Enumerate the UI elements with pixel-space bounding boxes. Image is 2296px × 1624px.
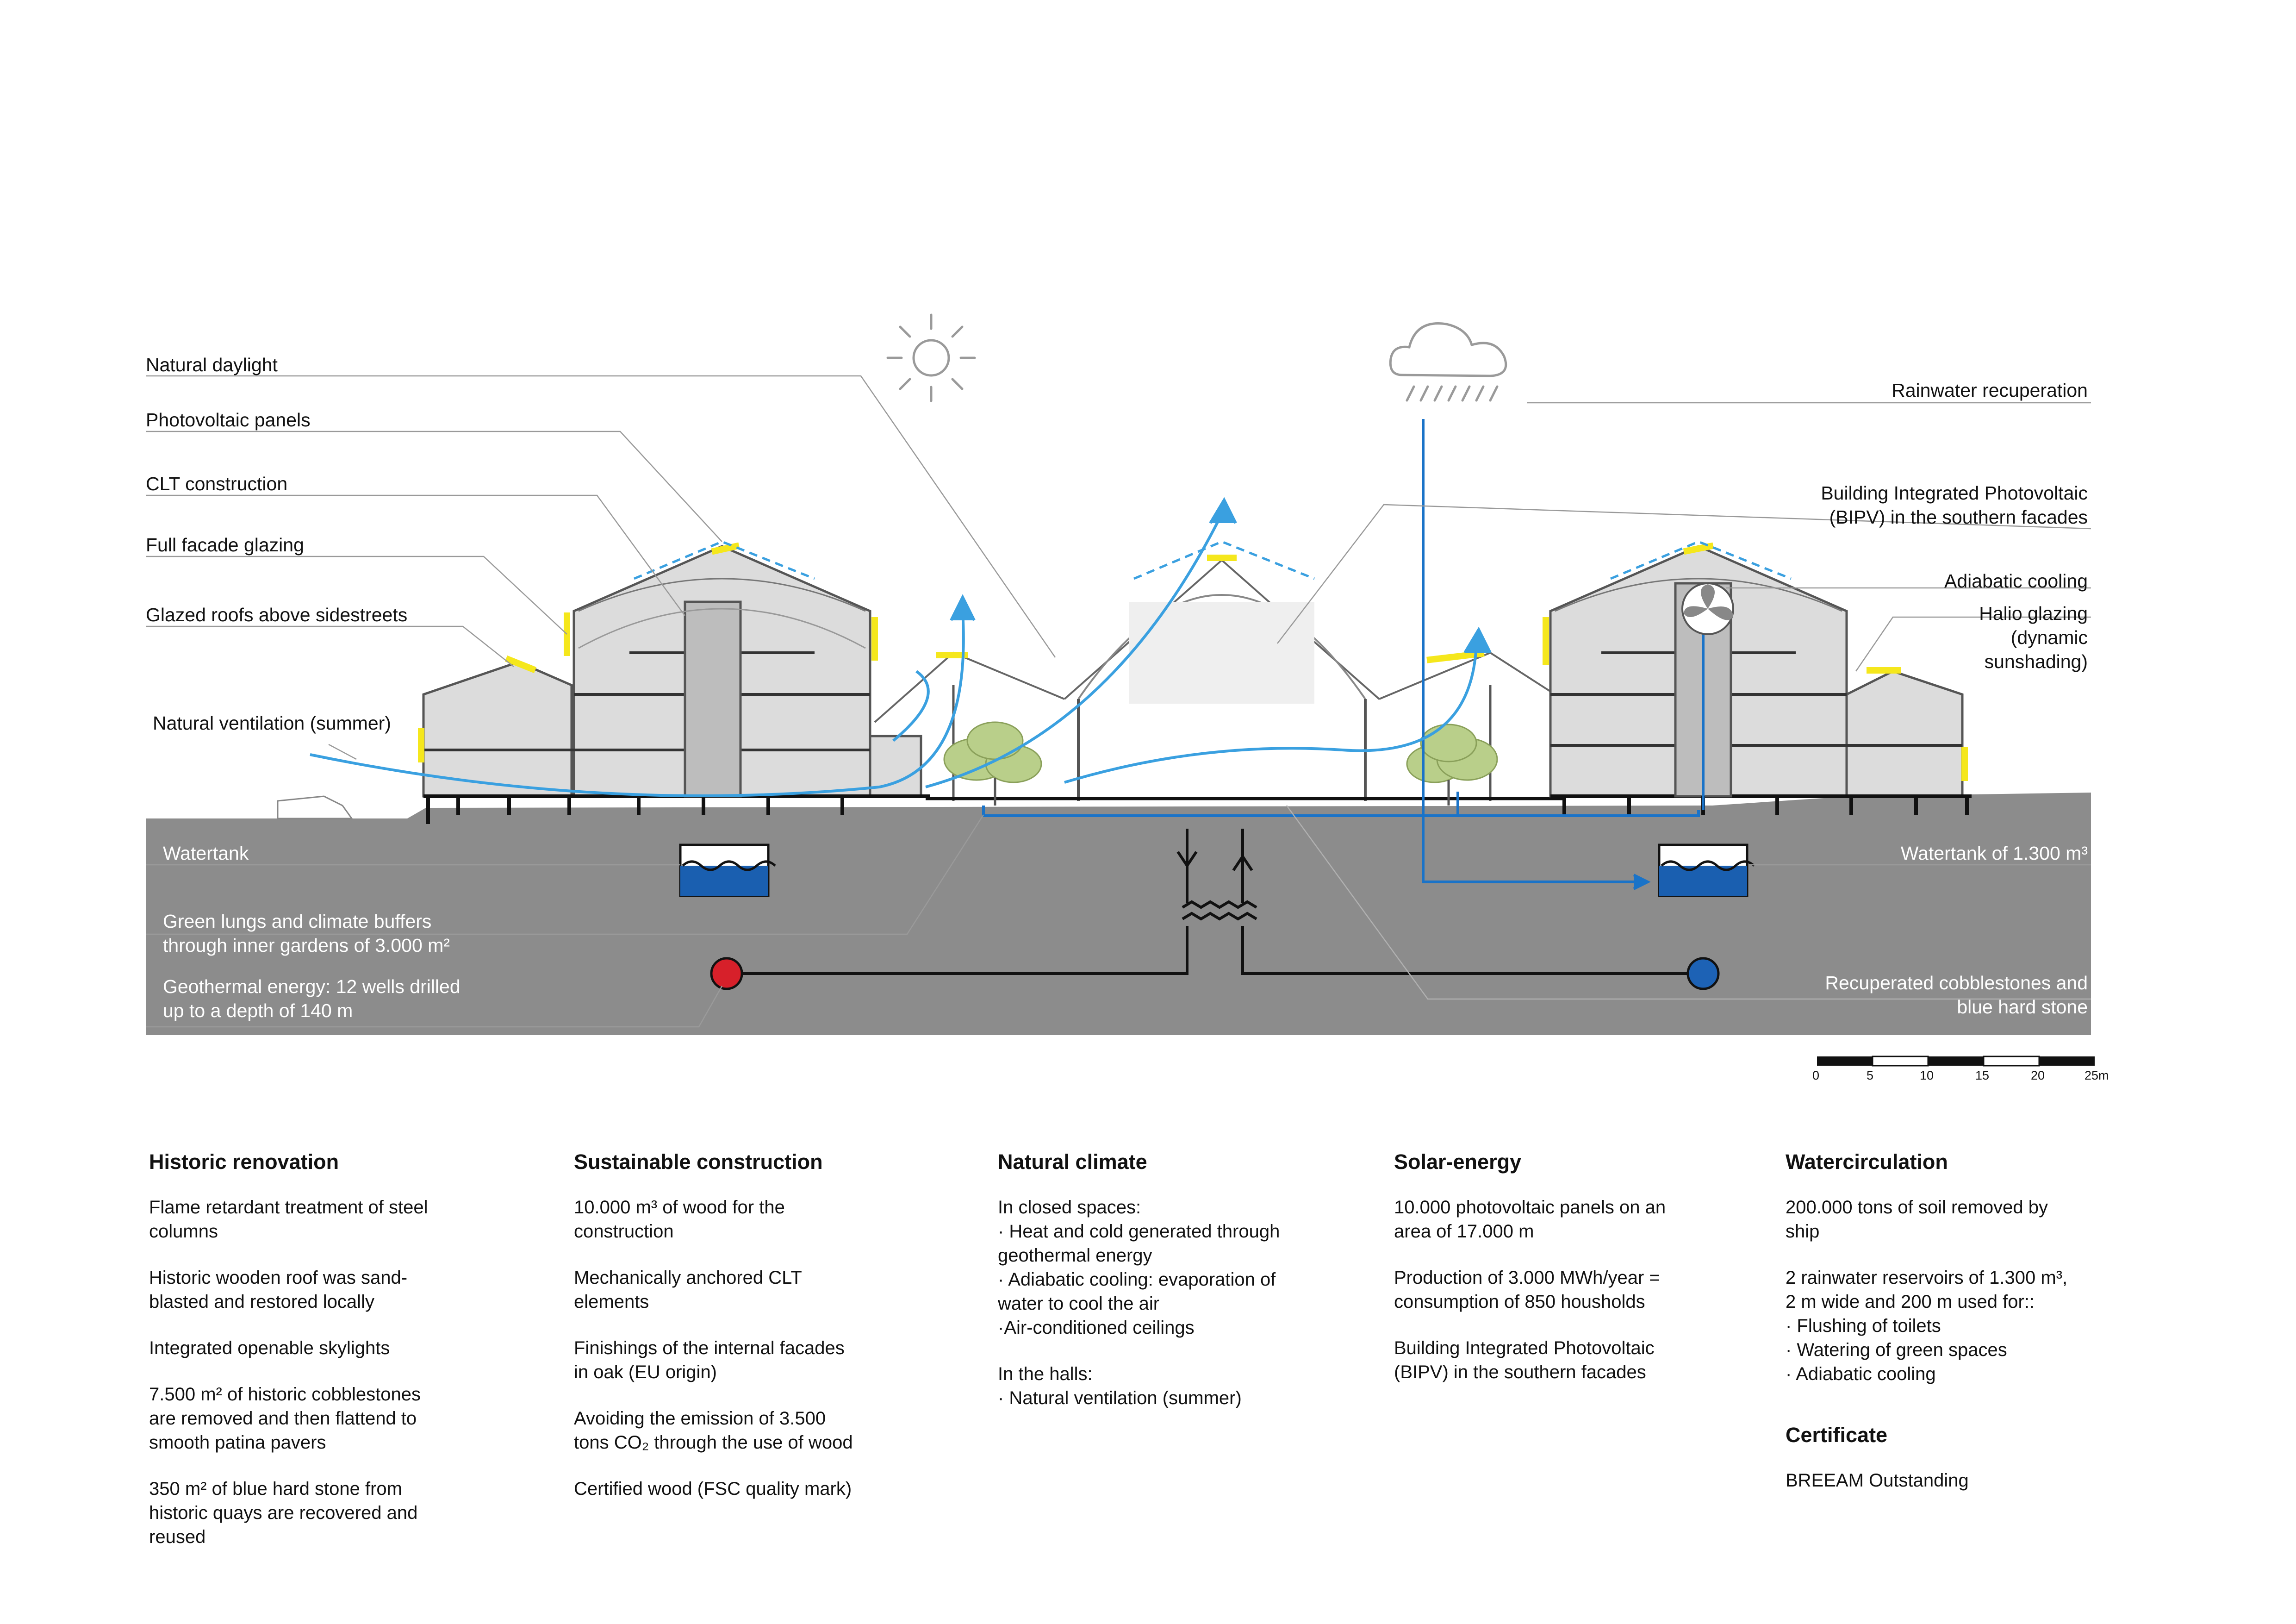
column-title: Natural climate bbox=[998, 1150, 1147, 1174]
scale-tick: 20 bbox=[2031, 1068, 2045, 1082]
column-title: Watercirculation bbox=[1786, 1150, 1948, 1174]
certificate-value: BREEAM Outstanding bbox=[1786, 1470, 1969, 1491]
column-historic-renovation: Historic renovation Flame retardant trea… bbox=[149, 1150, 547, 1571]
label-green-lungs-2: through inner gardens of 3.000 m² bbox=[163, 935, 450, 956]
column-item: 2 rainwater reservoirs of 1.300 m³, 2 m … bbox=[1786, 1268, 2068, 1384]
right-building bbox=[1549, 545, 1972, 798]
label-geothermal-2: up to a depth of 140 m bbox=[163, 1000, 353, 1021]
heat-exchanger-icon bbox=[727, 829, 1703, 975]
pv-panels-dashed bbox=[634, 540, 1792, 580]
label-geothermal-1: Geothermal energy: 12 wells drilled bbox=[163, 976, 460, 997]
left-building bbox=[422, 545, 930, 798]
column-title: Sustainable construction bbox=[574, 1150, 823, 1174]
geothermal-cold-well bbox=[1686, 957, 1720, 990]
scale-tick: 15 bbox=[1975, 1068, 1990, 1082]
column-sustainable-construction: Sustainable construction 10.000 m³ of wo… bbox=[574, 1150, 972, 1523]
fan-icon bbox=[1681, 582, 1734, 635]
label-photovoltaic-panels: Photovoltaic panels bbox=[146, 409, 311, 431]
column-item: 7.500 m² of historic cobblestones are re… bbox=[149, 1384, 421, 1453]
scale-tick: 10 bbox=[1920, 1068, 1934, 1082]
label-rainwater-recuperation: Rainwater recuperation bbox=[1892, 380, 2088, 401]
scale-tick: 25m bbox=[2084, 1068, 2109, 1082]
pv-accents bbox=[418, 542, 1968, 781]
central-glazing-grid bbox=[1129, 602, 1314, 704]
label-halio-2: (dynamic bbox=[2010, 627, 2088, 648]
label-full-facade-glazing: Full facade glazing bbox=[146, 534, 304, 556]
scale-tick: 0 bbox=[1812, 1068, 1820, 1082]
scale-tick: 5 bbox=[1867, 1068, 1874, 1082]
label-cobblestones-1: Recuperated cobblestones and bbox=[1825, 972, 2088, 993]
label-watertank-1300: Watertank of 1.300 m³ bbox=[1900, 843, 2088, 864]
column-item: Production of 3.000 MWh/year = consumpti… bbox=[1394, 1268, 1660, 1312]
column-title: Solar-energy bbox=[1394, 1150, 1522, 1174]
column-item: Mechanically anchored CLT elements bbox=[574, 1268, 802, 1312]
column-item: 10.000 m³ of wood for the construction bbox=[574, 1197, 785, 1242]
tree-icon bbox=[1406, 724, 1498, 806]
cloud-rain-icon bbox=[1389, 322, 1507, 402]
column-item: 200.000 tons of soil removed by ship bbox=[1786, 1197, 2048, 1242]
column-item: 350 m² of blue hard stone from historic … bbox=[149, 1479, 418, 1547]
street-edge bbox=[277, 795, 353, 819]
label-halio-3: sunshading) bbox=[1984, 651, 2088, 672]
column-item: Flame retardant treatment of steel colum… bbox=[149, 1197, 428, 1242]
column-solar-energy: Solar-energy 10.000 photovoltaic panels … bbox=[1394, 1150, 1792, 1406]
natural-ventilation-flow bbox=[310, 497, 1492, 797]
tree-icon bbox=[943, 721, 1042, 806]
label-halio-1: Halio glazing bbox=[1979, 603, 2088, 624]
column-item: Building Integrated Photovoltaic (BIPV) … bbox=[1394, 1338, 1655, 1382]
rainwater-flow bbox=[982, 419, 1705, 890]
column-title: Historic renovation bbox=[149, 1150, 339, 1174]
left-foundations bbox=[426, 796, 844, 824]
column-item: Historic wooden roof was sand- blasted a… bbox=[149, 1268, 408, 1312]
column-item: In closed spaces: · Heat and cold genera… bbox=[998, 1197, 1280, 1338]
label-glazed-roofs: Glazed roofs above sidestreets bbox=[146, 604, 408, 625]
watertank-icon bbox=[1658, 843, 1755, 897]
column-watercirculation: Watercirculation 200.000 tons of soil re… bbox=[1786, 1150, 2184, 1515]
label-natural-ventilation: Natural ventilation (summer) bbox=[153, 712, 391, 734]
certificate-title: Certificate bbox=[1786, 1423, 1888, 1447]
leader-lines bbox=[146, 375, 2091, 1028]
label-cobblestones-2: blue hard stone bbox=[1957, 996, 2088, 1018]
label-bipv-2: (BIPV) in the southern facades bbox=[1829, 506, 2088, 528]
column-item: Avoiding the emission of 3.500 tons CO₂ … bbox=[574, 1408, 853, 1453]
label-clt-construction: CLT construction bbox=[146, 473, 288, 494]
column-item: 10.000 photovoltaic panels on an area of… bbox=[1394, 1197, 1666, 1242]
label-watertank: Watertank bbox=[163, 843, 249, 864]
column-natural-climate: Natural climate In closed spaces: · Heat… bbox=[998, 1150, 1396, 1432]
label-natural-daylight: Natural daylight bbox=[146, 354, 278, 375]
label-adiabatic-cooling: Adiabatic cooling bbox=[1944, 570, 2088, 592]
scale-bar bbox=[1817, 1056, 2095, 1067]
watertank-icon bbox=[679, 843, 776, 897]
column-item: In the halls: · Natural ventilation (sum… bbox=[998, 1364, 1242, 1408]
sun-icon bbox=[886, 313, 976, 402]
column-item: Integrated openable skylights bbox=[149, 1338, 390, 1358]
column-item: Finishings of the internal facades in oa… bbox=[574, 1338, 845, 1382]
label-bipv-1: Building Integrated Photovoltaic bbox=[1821, 482, 2088, 504]
label-green-lungs-1: Green lungs and climate buffers bbox=[163, 911, 432, 932]
geothermal-hot-well bbox=[710, 957, 743, 990]
column-item: Certified wood (FSC quality mark) bbox=[574, 1479, 852, 1499]
